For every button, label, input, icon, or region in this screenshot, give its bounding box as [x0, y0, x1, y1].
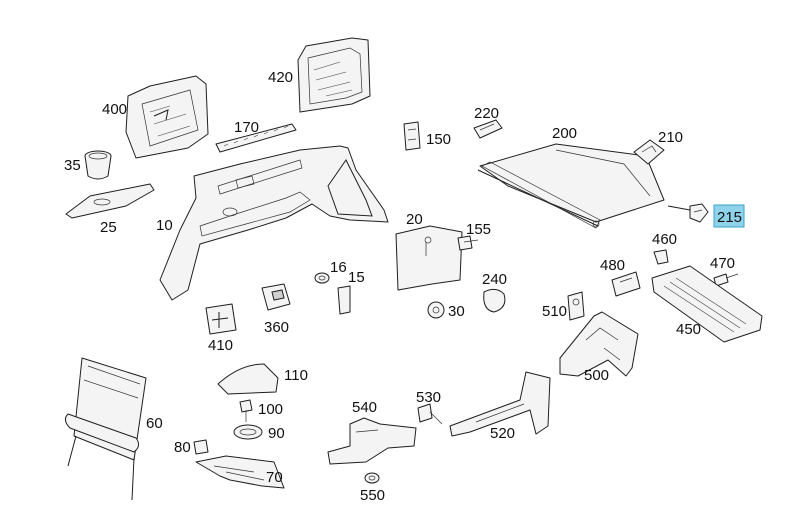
label-16: 16	[330, 259, 347, 276]
part-20-panel[interactable]	[395, 225, 463, 291]
label-520: 520	[490, 425, 515, 442]
label-30: 30	[448, 303, 465, 320]
part-70-bracket[interactable]	[195, 455, 285, 489]
label-530: 530	[416, 389, 441, 406]
label-20: 20	[406, 211, 423, 228]
part-80-bolt[interactable]	[193, 439, 209, 455]
label-215: 215	[717, 209, 742, 226]
part-150-clip[interactable]	[403, 121, 421, 151]
part-420-insulation[interactable]	[297, 37, 371, 113]
label-410: 410	[208, 337, 233, 354]
part-25-cover[interactable]	[65, 183, 155, 219]
part-400-insulation[interactable]	[125, 75, 209, 159]
part-530-bolt[interactable]	[417, 403, 443, 425]
label-510: 510	[542, 303, 567, 320]
label-420: 420	[268, 69, 293, 86]
part-460-clip[interactable]	[653, 249, 669, 265]
label-220: 220	[474, 105, 499, 122]
part-30-plug[interactable]	[427, 301, 445, 319]
label-35: 35	[64, 157, 81, 174]
label-400: 400	[102, 101, 127, 118]
label-155: 155	[466, 221, 491, 238]
part-410-first-aid-kit[interactable]	[205, 303, 237, 335]
label-550: 550	[360, 487, 385, 504]
part-200-cargo-cover[interactable]	[477, 143, 665, 229]
part-100-screw[interactable]	[239, 399, 253, 422]
part-10-side-trim-panel[interactable]	[159, 145, 389, 301]
part-510-latch[interactable]	[567, 291, 585, 321]
part-215-clip[interactable]	[667, 203, 709, 223]
part-520-bracket[interactable]	[449, 371, 551, 437]
label-240: 240	[482, 271, 507, 288]
label-210: 210	[658, 129, 683, 146]
part-15-cover[interactable]	[337, 285, 351, 315]
part-220-pad[interactable]	[473, 119, 503, 139]
part-360-socket[interactable]	[261, 283, 291, 311]
label-15: 15	[348, 269, 365, 286]
highlight-marker	[713, 204, 745, 228]
label-60: 60	[146, 415, 163, 432]
part-110-cover[interactable]	[217, 363, 279, 395]
label-540: 540	[352, 399, 377, 416]
part-170-trim-strip[interactable]	[215, 123, 297, 153]
label-200: 200	[552, 125, 577, 142]
part-470-screw[interactable]	[713, 273, 739, 287]
part-240-cover[interactable]	[483, 288, 506, 313]
label-25: 25	[100, 219, 117, 236]
part-210-bracket[interactable]	[633, 139, 665, 165]
part-16-washer[interactable]	[314, 272, 330, 284]
label-470: 470	[710, 255, 735, 272]
label-70: 70	[266, 469, 283, 486]
label-360: 360	[264, 319, 289, 336]
label-460: 460	[652, 231, 677, 248]
label-500: 500	[584, 367, 609, 384]
label-480: 480	[600, 257, 625, 274]
label-80: 80	[174, 439, 191, 456]
part-540-bracket[interactable]	[327, 417, 417, 465]
part-155-bolt[interactable]	[457, 235, 479, 251]
part-35-cup[interactable]	[84, 150, 112, 180]
part-480-hook[interactable]	[611, 271, 641, 297]
label-10: 10	[156, 217, 173, 234]
label-170: 170	[234, 119, 259, 136]
part-500-bracket[interactable]	[559, 311, 639, 377]
part-450-sill-trim[interactable]	[651, 265, 763, 343]
part-550-nut[interactable]	[364, 472, 380, 484]
part-60-roller-blind[interactable]	[64, 357, 147, 501]
label-450: 450	[676, 321, 701, 338]
label-100: 100	[258, 401, 283, 418]
label-90: 90	[268, 425, 285, 442]
label-110: 110	[284, 367, 308, 384]
label-150: 150	[426, 131, 451, 148]
part-90-ring[interactable]	[233, 424, 263, 440]
